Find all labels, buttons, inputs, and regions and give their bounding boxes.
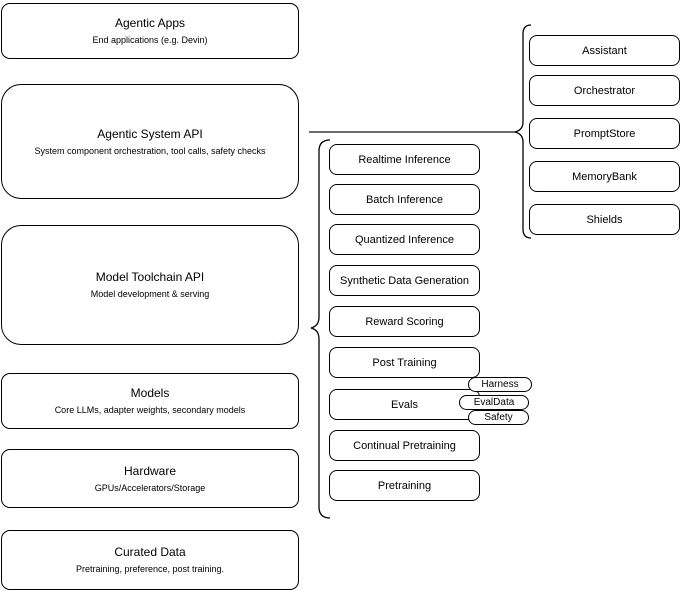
component-label: Shields xyxy=(586,213,623,226)
component-label: Assistant xyxy=(582,44,627,57)
toolchain-item-batch-inference: Batch Inference xyxy=(329,184,480,215)
badge-label: EvalData xyxy=(473,397,515,408)
toolchain-item-label: Realtime Inference xyxy=(358,153,451,166)
component-label: PromptStore xyxy=(573,127,636,140)
component-label: MemoryBank xyxy=(572,170,637,183)
box-hardware: Hardware GPUs/Accelerators/Storage xyxy=(1,449,299,508)
box-agentic-apps: Agentic Apps End applications (e.g. Devi… xyxy=(1,3,299,59)
box-title: Agentic Apps xyxy=(114,16,186,30)
toolchain-item-label: Evals xyxy=(391,398,418,411)
toolchain-item-quantized-inference: Quantized Inference xyxy=(329,224,480,255)
component-promptstore: PromptStore xyxy=(529,118,680,149)
toolchain-item-label: Pretraining xyxy=(377,479,432,492)
toolchain-item-evals: Evals xyxy=(329,389,480,420)
box-title: Hardware xyxy=(123,463,177,478)
toolchain-item-label: Continual Pretraining xyxy=(353,439,456,452)
box-title: Agentic System API xyxy=(97,126,203,141)
toolchain-item-reward-scoring: Reward Scoring xyxy=(329,306,480,337)
toolchain-item-realtime-inference: Realtime Inference xyxy=(329,144,480,175)
box-models: Models Core LLMs, adapter weights, secon… xyxy=(1,373,299,429)
toolchain-item-label: Batch Inference xyxy=(365,193,444,206)
component-memorybank: MemoryBank xyxy=(529,161,680,192)
box-subtitle: Model development & serving xyxy=(90,289,210,299)
box-subtitle: GPUs/Accelerators/Storage xyxy=(94,482,206,493)
toolchain-item-label: Quantized Inference xyxy=(354,233,455,246)
box-subtitle: Pretraining, preference, post training. xyxy=(75,564,225,574)
toolchain-item-synthetic-data-generation: Synthetic Data Generation xyxy=(329,265,480,296)
box-subtitle: System component orchestration, tool cal… xyxy=(34,145,266,156)
box-title: Curated Data xyxy=(114,545,186,559)
badge-evaldata: EvalData xyxy=(459,395,529,410)
toolchain-item-label: Post Training xyxy=(372,356,437,369)
toolchain-item-label: Synthetic Data Generation xyxy=(339,274,470,287)
toolchain-brace xyxy=(310,139,331,519)
component-shields: Shields xyxy=(529,204,680,235)
component-label: Orchestrator xyxy=(573,84,636,97)
component-assistant: Assistant xyxy=(529,35,680,66)
box-agentic-system-api: Agentic System API System component orch… xyxy=(1,84,299,199)
component-orchestrator: Orchestrator xyxy=(529,75,680,106)
box-model-toolchain-api: Model Toolchain API Model development & … xyxy=(1,225,299,345)
toolchain-item-post-training: Post Training xyxy=(329,347,480,378)
badge-harness: Harness xyxy=(468,377,532,392)
badge-safety: Safety xyxy=(468,410,529,425)
toolchain-item-continual-pretraining: Continual Pretraining xyxy=(329,430,480,461)
badge-label: Harness xyxy=(481,379,519,390)
box-subtitle: End applications (e.g. Devin) xyxy=(92,35,208,45)
toolchain-item-label: Reward Scoring xyxy=(365,315,444,328)
toolchain-item-pretraining: Pretraining xyxy=(329,470,480,501)
badge-label: Safety xyxy=(484,412,513,423)
box-title: Model Toolchain API xyxy=(95,270,205,284)
box-title: Models xyxy=(130,386,170,400)
box-subtitle: Core LLMs, adapter weights, secondary mo… xyxy=(54,405,246,415)
box-curated-data: Curated Data Pretraining, preference, po… xyxy=(1,530,299,590)
